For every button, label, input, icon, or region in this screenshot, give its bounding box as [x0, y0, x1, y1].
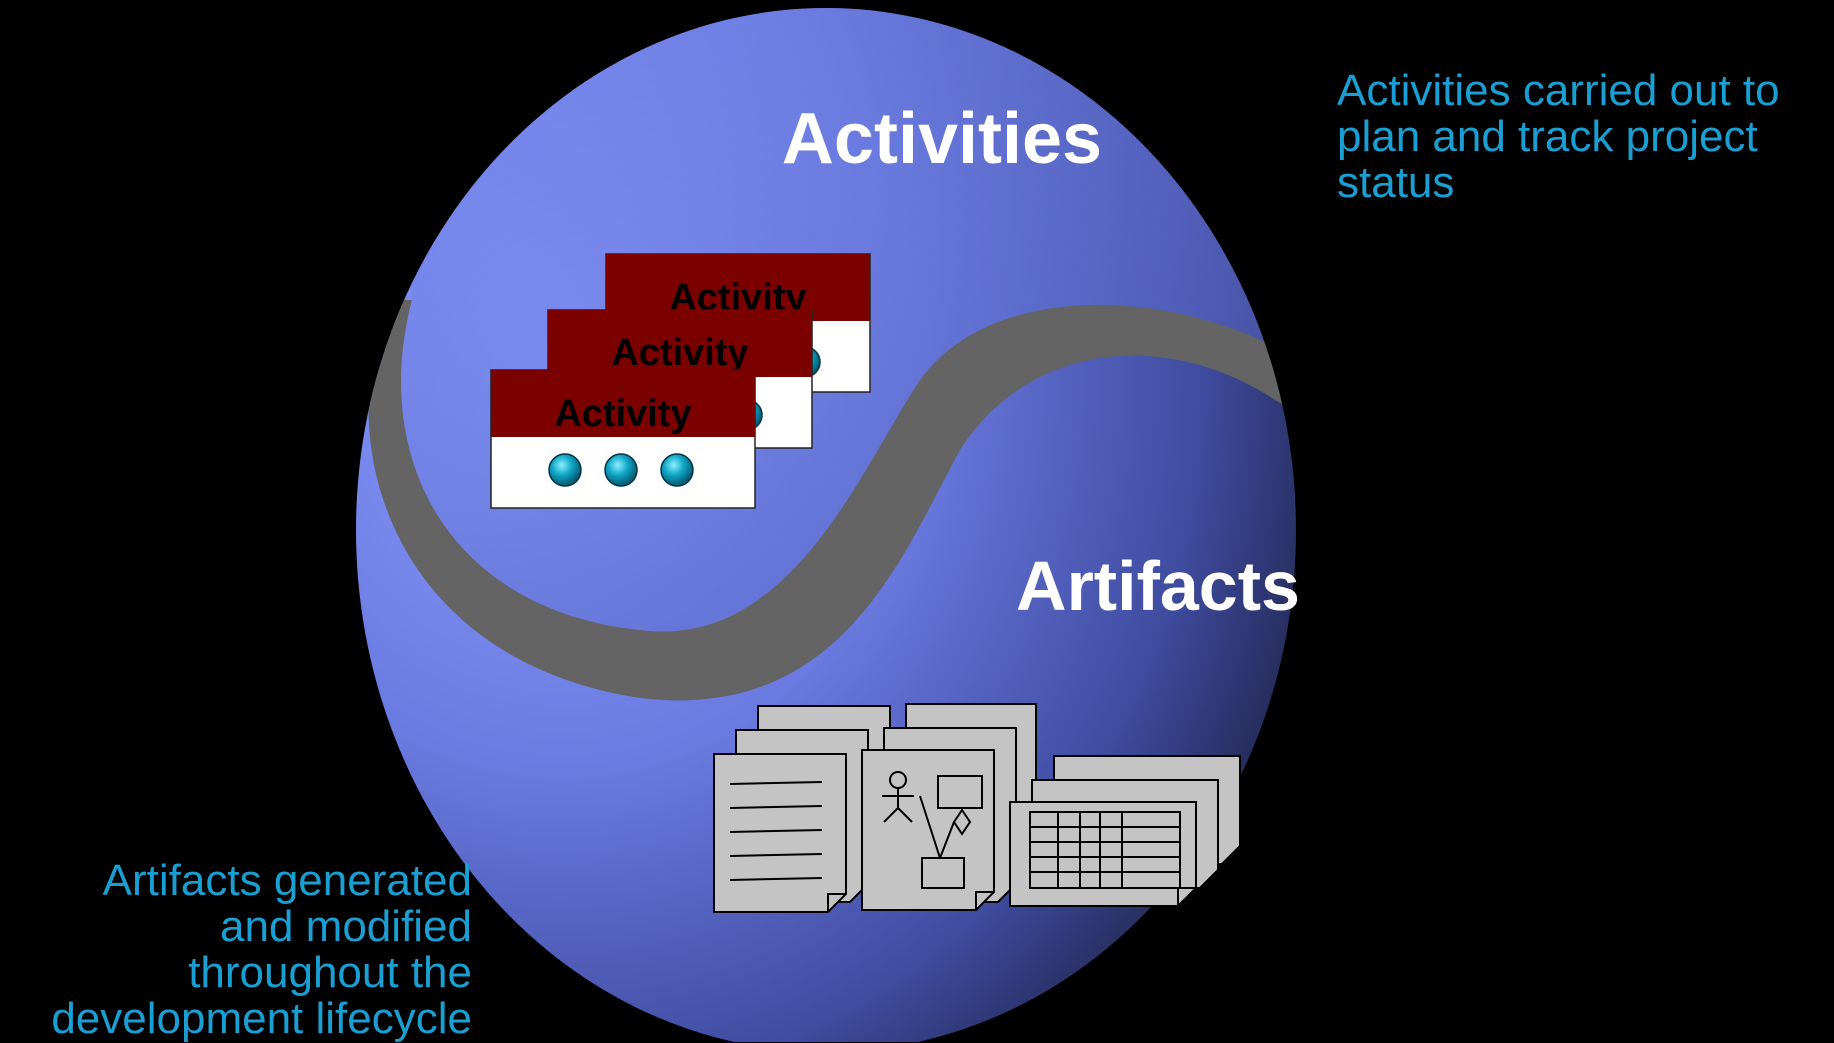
activities-caption: Activities carried out to plan and track…	[1337, 68, 1780, 206]
diagram-document-icon	[861, 703, 1037, 911]
activity-dot	[604, 453, 638, 487]
activities-caption-line: status	[1337, 158, 1455, 207]
divider-band	[368, 300, 1296, 760]
artifacts-title: Artifacts	[1016, 547, 1300, 625]
activities-title: Activities	[782, 99, 1102, 179]
activities-caption-line: plan and track project	[1337, 112, 1758, 161]
activity-card-label: Activity	[611, 332, 748, 374]
artifacts-caption-line: Artifacts generated	[102, 856, 472, 905]
activity-dot	[660, 453, 694, 487]
activity-card-icon: Activity	[490, 369, 756, 509]
activity-card-label: Activity	[554, 393, 691, 435]
artifacts-caption-line: throughout the	[188, 948, 472, 997]
spreadsheet-document-icon	[1009, 755, 1241, 907]
activity-dot	[548, 453, 582, 487]
artifacts-caption: Artifacts generated and modified through…	[51, 858, 472, 1042]
activities-caption-line: Activities carried out to	[1337, 66, 1780, 115]
artifacts-caption-line: and modified	[220, 902, 472, 951]
text-document-icon	[713, 705, 891, 913]
artifacts-caption-line: development lifecycle	[51, 994, 472, 1043]
